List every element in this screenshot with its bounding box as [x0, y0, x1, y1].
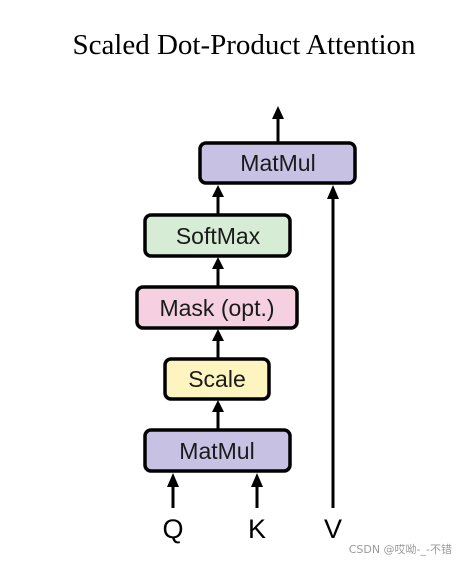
diagram-title: Scaled Dot-Product Attention	[72, 29, 416, 61]
block-mask-label: Mask (opt.)	[159, 295, 274, 321]
block-softmax-box	[143, 213, 292, 258]
block-matmul-bottom-label: MatMul	[179, 438, 254, 464]
block-matmul-bottom-box	[143, 428, 292, 473]
input-q-label: Q	[162, 514, 183, 544]
arrow-softmax-to-matmul	[212, 185, 224, 215]
arrow-k	[251, 473, 263, 508]
arrow-v	[327, 185, 339, 508]
arrow-matmul-to-scale	[212, 400, 224, 430]
block-scale: Scale	[163, 357, 271, 401]
block-matmul-bottom: MatMul	[143, 428, 292, 473]
block-scale-box	[163, 357, 271, 401]
block-scale-label: Scale	[188, 366, 246, 392]
arrow-scale-to-mask	[212, 329, 224, 359]
block-mask: Mask (opt.)	[135, 285, 299, 330]
block-softmax: SoftMax	[143, 213, 292, 258]
arrow-output	[272, 106, 284, 143]
block-matmul-top-label: MatMul	[240, 150, 315, 176]
watermark-text: CSDN @哎呦-_-不错	[349, 542, 452, 556]
block-mask-box	[135, 285, 299, 330]
block-softmax-label: SoftMax	[176, 223, 261, 249]
block-matmul-top-box	[198, 141, 357, 185]
input-v-label: V	[324, 514, 342, 544]
input-k-label: K	[248, 514, 266, 544]
arrow-q	[167, 473, 179, 508]
block-matmul-top: MatMul	[198, 141, 357, 185]
arrow-mask-to-softmax	[212, 257, 224, 287]
